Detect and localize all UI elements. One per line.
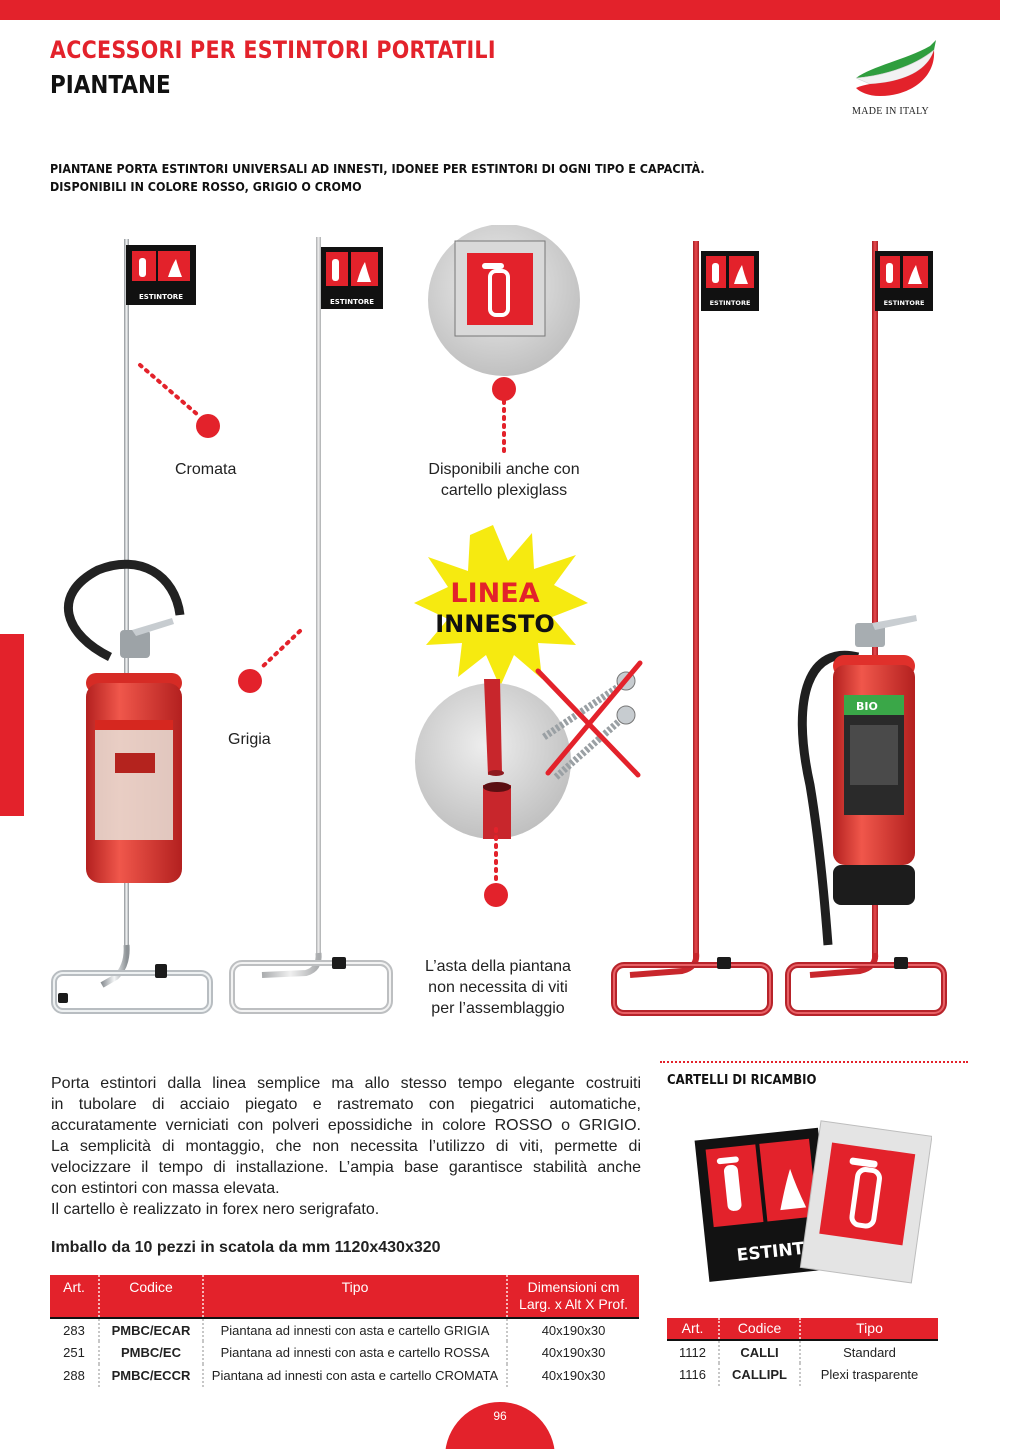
stand-sign-text: ESTINTORE [884,299,925,307]
spare-signs-table: Art. Codice Tipo 1112 CALLI Standard 111… [667,1318,938,1386]
product-description: Porta estintori dalla linea semplice ma … [51,1075,641,1218]
top-accent-bar [0,0,1000,20]
col-header-codice: Codice [718,1318,800,1341]
table-row: 1112 CALLI Standard [667,1340,938,1363]
label-asta: L’asta della piantana non necessita di v… [425,958,571,1017]
table-row: 288 PMBC/ECCR Piantana ad innesti con as… [50,1364,639,1387]
intro-text: PIANTANE PORTA ESTINTORI UNIVERSALI AD I… [50,160,705,196]
burst-line-1: LINEA [450,578,539,609]
stand-red-extinguisher: ESTINTORE BIO [785,241,947,1016]
spare-signs-title: CARTELLI DI RICAMBIO [667,1073,817,1088]
table-row: 1116 CALLIPL Plexi trasparente [667,1363,938,1386]
page-number: 96 [493,1409,507,1423]
col-header-art: Art. [667,1318,719,1341]
col-header-tipo: Tipo [202,1275,507,1319]
section-divider [660,1061,968,1063]
table-row: 283 PMBC/ECAR Piantana ad innesti con as… [50,1318,639,1341]
col-header-dimensioni: Dimensioni cm Larg. x Alt X Prof. [506,1275,639,1319]
tube-joint-detail [415,679,571,907]
stand-chrome: ESTINTORE [51,239,213,1014]
col-header-tipo: Tipo [799,1318,938,1341]
stand-red: ESTINTORE [611,241,773,1016]
plexi-sign-detail [428,225,580,453]
no-screws-icon [535,660,643,780]
col-header-codice: Codice [98,1275,203,1319]
table-row: 251 PMBC/EC Piantana ad innesti con asta… [50,1341,639,1364]
intro-line-2: DISPONIBILI IN COLORE ROSSO, GRIGIO O CR… [50,180,362,194]
stand-sign-text: ESTINTORE [330,298,374,306]
intro-line-1: PIANTANE PORTA ESTINTORI UNIVERSALI AD I… [50,162,705,176]
product-illustration: ESTINTORE ESTINTORE ESTINTO [51,225,947,1016]
page-title: ACCESSORI PER ESTINTORI PORTATILI [50,36,496,64]
product-table: Art. Codice Tipo Dimensioni cm Larg. x A… [50,1275,639,1387]
stand-sign-text: ESTINTORE [710,299,751,307]
page-subtitle: PIANTANE [50,70,171,99]
bio-label: BIO [856,700,878,713]
stand-grey: ESTINTORE [229,237,393,1014]
side-index-tab [0,634,24,816]
packaging-info: Imballo da 10 pezzi in scatola da mm 112… [51,1239,441,1256]
label-cromata: Cromata [175,461,237,478]
made-in-italy-label: MADE IN ITALY [852,106,930,117]
spare-signs-image: ESTINTO [694,1120,932,1284]
burst-line-2: INNESTO [435,610,555,638]
label-grigia: Grigia [228,731,271,748]
col-header-art: Art. [50,1275,99,1319]
linea-innesto-burst: LINEA INNESTO [414,525,588,687]
italy-flag-icon [855,40,936,96]
stand-sign-text: ESTINTORE [139,293,183,301]
label-plexiglass: Disponibili anche con cartello plexiglas… [428,461,580,499]
